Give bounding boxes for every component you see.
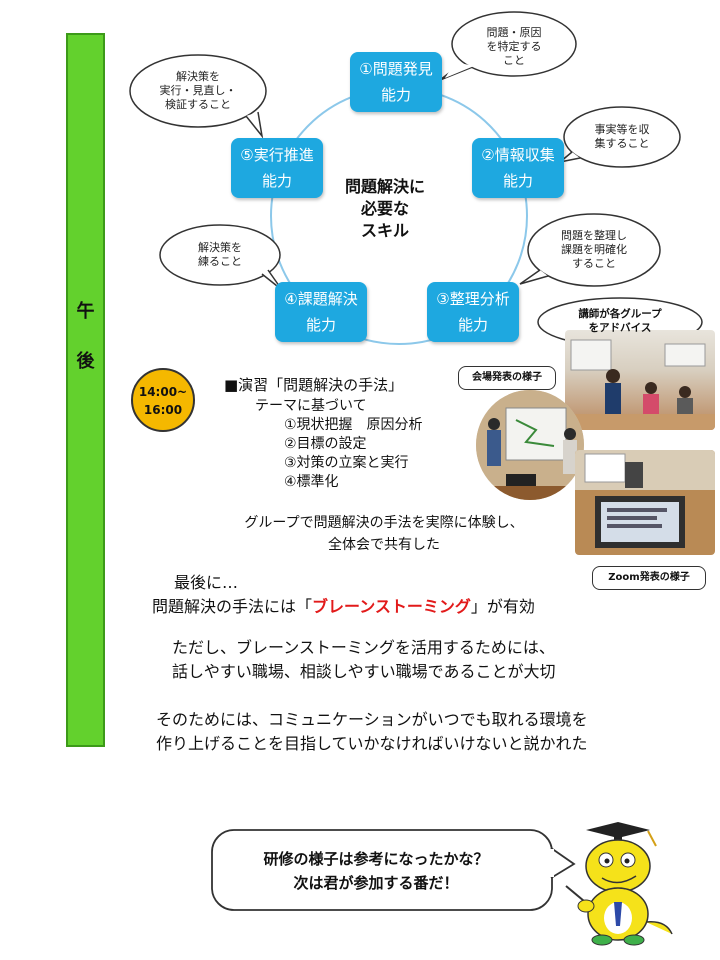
body-line1-post: 」が有効 <box>470 597 535 616</box>
skill-information-gathering: ②情報収集能力 <box>472 138 564 198</box>
skill-problem-discovery: ①問題発見能力 <box>350 52 442 112</box>
sidebar-char-2: 後 <box>76 351 95 372</box>
exercise-step: ②目標の設定 <box>284 436 367 452</box>
exercise-step: ③対策の立案と実行 <box>284 455 409 471</box>
skill-problem-solving: ④課題解決能力 <box>275 282 367 342</box>
tag-instructor-advice: 講師が各グループをアドバイス <box>578 308 662 334</box>
photo-instructor-advice <box>565 330 715 430</box>
body-brainstorming-line: 問題解決の手法には「ブレーンストーミング」が有効 <box>152 595 535 619</box>
exercise-summary: グループで問題解決の手法を実際に体験し、全体会で共有した <box>244 515 524 553</box>
tag-venue-presentation: 会場発表の様子 <box>458 366 556 390</box>
closing-bubble-shape <box>211 829 576 911</box>
skills-center-label: 問題解決に必要なスキル <box>344 177 425 240</box>
bubble-execute: 解決策を実行・見直し・検証すること <box>159 70 237 111</box>
bubble-info: 事実等を収集すること <box>594 123 650 150</box>
mascot-illustration <box>565 822 673 946</box>
bubble-analysis: 問題を整理し課題を明確化すること <box>561 229 627 270</box>
bubble-solve: 解決策を練ること <box>198 241 242 268</box>
skill-execution: ⑤実行推進能力 <box>231 138 323 198</box>
exercise-step: ①現状把握 原因分析 <box>284 417 423 433</box>
bubble-execute-shape <box>129 54 267 139</box>
skill-organizing-analysis: ③整理分析能力 <box>427 282 519 342</box>
afternoon-sidebar: 午 後 <box>66 33 105 747</box>
exercise-title: ■演習「問題解決の手法」 <box>224 376 404 394</box>
body-emphasis: ブレーンストーミング <box>312 597 471 616</box>
bubble-problem-shape <box>439 11 577 81</box>
body-line5: 作り上げることを目指していかなければいけないと説かれた <box>156 734 588 753</box>
body-lead: 最後に… <box>174 573 239 592</box>
time-badge: 14:00~16:00 <box>131 368 195 432</box>
closing-message: 研修の様子は参考になったかな？次は君が参加する番だ！ <box>263 850 489 892</box>
bubble-info-shape <box>559 106 681 168</box>
sidebar-char-1: 午 <box>76 301 95 322</box>
tag-zoom-presentation: Zoom発表の様子 <box>592 566 706 590</box>
body-line3: 話しやすい職場、相談しやすい職場であることが大切 <box>172 662 556 681</box>
exercise-subtitle: テーマに基づいて <box>255 398 367 414</box>
body-line4: そのためには、コミュニケーションがいつでも取れる環境を <box>156 710 588 729</box>
photo-zoom-presentation <box>575 450 715 555</box>
body-line2: ただし、ブレーンストーミングを活用するためには、 <box>172 638 555 657</box>
bubble-analysis-shape <box>519 213 661 287</box>
bubble-problem: 問題・原因を特定すること <box>486 26 542 67</box>
photo-venue-presentation <box>476 390 584 500</box>
exercise-step: ④標準化 <box>284 474 339 490</box>
body-line1-pre: 問題解決の手法には「 <box>152 597 313 616</box>
exercise-steps: ①現状把握 原因分析 ②目標の設定 ③対策の立案と実行 ④標準化 <box>284 416 423 492</box>
